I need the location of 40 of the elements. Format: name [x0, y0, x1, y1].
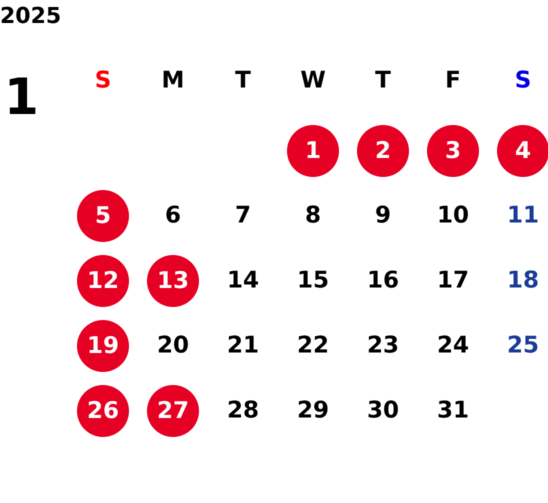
date-number: 17 — [437, 270, 469, 292]
date-number: 11 — [507, 204, 539, 228]
date-number: 8 — [305, 204, 321, 228]
weekday-header: S — [514, 70, 532, 92]
month-number: 1 — [4, 72, 39, 122]
holiday-date-circle: 13 — [147, 255, 199, 307]
holiday-date-circle: 12 — [77, 255, 129, 307]
weekday-header: T — [235, 70, 251, 92]
date-number: 29 — [297, 400, 329, 422]
date-number: 24 — [437, 334, 469, 358]
date-number: 22 — [297, 334, 329, 358]
weekday-header: F — [445, 70, 461, 92]
date-number: 14 — [227, 270, 259, 292]
date-number: 10 — [437, 204, 469, 228]
holiday-date-circle: 26 — [77, 385, 129, 437]
date-number: 20 — [157, 334, 189, 358]
date-number: 6 — [165, 204, 181, 228]
date-number: 16 — [367, 270, 399, 292]
holiday-date-circle: 3 — [427, 125, 479, 177]
date-number: 23 — [367, 334, 399, 358]
date-number: 31 — [437, 400, 469, 422]
date-number: 15 — [297, 270, 329, 292]
weekday-header: M — [162, 70, 184, 92]
holiday-date-circle: 2 — [357, 125, 409, 177]
holiday-date-circle: 4 — [497, 125, 548, 177]
year-heading: 2025 — [0, 6, 62, 28]
date-number: 30 — [367, 400, 399, 422]
weekday-header: S — [94, 70, 112, 92]
holiday-date-circle: 5 — [77, 190, 129, 242]
holiday-date-circle: 19 — [77, 320, 129, 372]
date-number: 7 — [235, 204, 251, 228]
holiday-date-circle: 1 — [287, 125, 339, 177]
date-number: 21 — [227, 334, 259, 358]
date-number: 9 — [375, 204, 391, 228]
date-number: 18 — [507, 270, 539, 292]
date-number: 28 — [227, 400, 259, 422]
weekday-header: T — [375, 70, 391, 92]
date-number: 25 — [507, 334, 539, 358]
holiday-date-circle: 27 — [147, 385, 199, 437]
weekday-header: W — [300, 70, 326, 92]
